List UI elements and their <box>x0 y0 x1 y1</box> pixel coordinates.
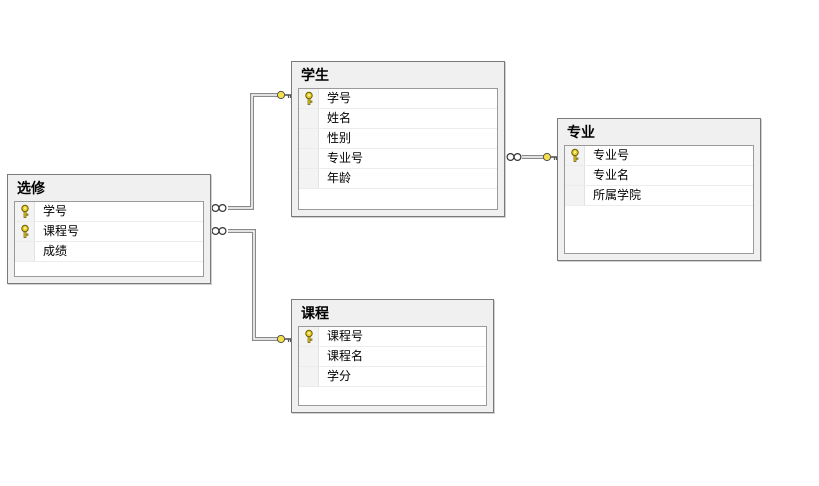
row-selector <box>299 327 319 346</box>
column-list: 课程号课程名学分 <box>298 326 487 406</box>
column-row[interactable]: 成绩 <box>15 242 203 262</box>
row-selector <box>299 129 319 148</box>
column-row[interactable]: 课程号 <box>15 222 203 242</box>
column-name: 专业号 <box>593 148 630 162</box>
entity-student[interactable]: 学生 学号姓名性别专业号年龄 <box>291 61 505 217</box>
column-row[interactable]: 学号 <box>299 89 497 109</box>
row-selector <box>299 347 319 366</box>
entity-enroll[interactable]: 选修 学号课程号成绩 <box>7 174 211 284</box>
primary-key-icon <box>21 204 29 218</box>
row-selector <box>299 169 319 188</box>
infinity-icon <box>211 227 227 236</box>
column-row[interactable]: 学分 <box>299 367 486 387</box>
column-name: 姓名 <box>327 111 352 125</box>
row-selector <box>299 367 319 386</box>
row-selector <box>565 166 585 185</box>
key-icon <box>542 152 558 162</box>
row-selector <box>299 149 319 168</box>
relationship-enroll-course[interactable] <box>228 229 279 341</box>
primary-key-icon <box>571 148 579 162</box>
column-name: 专业名 <box>593 168 630 182</box>
column-name: 学分 <box>327 369 352 383</box>
key-icon <box>276 334 292 344</box>
row-selector <box>299 109 319 128</box>
column-row[interactable]: 课程号 <box>299 327 486 347</box>
column-row[interactable]: 专业号 <box>565 146 753 166</box>
row-selector <box>565 186 585 205</box>
entity-major[interactable]: 专业 专业号专业名所属学院 <box>557 118 761 261</box>
row-selector <box>15 242 35 261</box>
primary-key-icon <box>305 91 313 105</box>
infinity-icon <box>506 153 522 162</box>
column-row[interactable]: 性别 <box>299 129 497 149</box>
entity-title: 学生 <box>301 68 329 84</box>
entity-title: 专业 <box>567 125 595 141</box>
column-row[interactable]: 课程名 <box>299 347 486 367</box>
column-row[interactable]: 专业号 <box>299 149 497 169</box>
column-row[interactable]: 专业名 <box>565 166 753 186</box>
column-name: 专业号 <box>327 151 364 165</box>
column-list: 学号课程号成绩 <box>14 201 204 277</box>
column-row[interactable]: 所属学院 <box>565 186 753 206</box>
column-list: 学号姓名性别专业号年龄 <box>298 88 498 210</box>
row-selector <box>15 222 35 241</box>
column-name: 课程号 <box>43 224 80 238</box>
column-name: 成绩 <box>43 244 68 258</box>
column-name: 课程号 <box>327 329 364 343</box>
row-selector <box>299 89 319 108</box>
column-name: 所属学院 <box>593 188 642 202</box>
row-selector <box>15 202 35 221</box>
column-name: 学号 <box>327 91 352 105</box>
column-row[interactable]: 学号 <box>15 202 203 222</box>
infinity-icon <box>211 204 227 213</box>
row-selector <box>565 146 585 165</box>
entity-title: 选修 <box>17 181 45 197</box>
column-list: 专业号专业名所属学院 <box>564 145 754 254</box>
column-name: 性别 <box>327 131 352 145</box>
relationship-enroll-student[interactable] <box>228 93 279 210</box>
column-row[interactable]: 姓名 <box>299 109 497 129</box>
column-row[interactable]: 年龄 <box>299 169 497 189</box>
primary-key-icon <box>305 329 313 343</box>
entity-title: 课程 <box>301 306 329 322</box>
column-name: 学号 <box>43 204 68 218</box>
entity-course[interactable]: 课程 课程号课程名学分 <box>291 299 494 413</box>
key-icon <box>276 90 292 100</box>
primary-key-icon <box>21 224 29 238</box>
column-name: 年龄 <box>327 171 352 185</box>
column-name: 课程名 <box>327 349 364 363</box>
